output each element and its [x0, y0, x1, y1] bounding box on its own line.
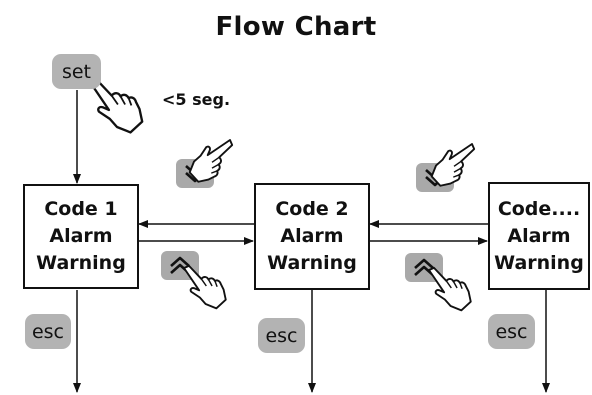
set-button-label: set — [61, 60, 92, 83]
esc-button-label: esc — [31, 320, 65, 343]
esc-button-label: esc — [265, 324, 298, 347]
page-title: Flow Chart — [215, 12, 377, 42]
timing-note: <5 seg. — [162, 90, 231, 109]
node-code3-line1: Code.... — [497, 197, 581, 220]
node-code2-line2: Alarm — [280, 225, 344, 247]
esc-button-label: esc — [495, 320, 528, 343]
hand-pointer-icon — [88, 78, 144, 134]
esc-button-1[interactable]: esc — [25, 314, 71, 349]
node-code3-line3: Warning — [494, 251, 584, 274]
node-code1: Code 1 Alarm Warning — [23, 184, 139, 289]
esc-button-3[interactable]: esc — [488, 314, 535, 349]
hand-pointer-icon — [183, 264, 227, 310]
set-button[interactable]: set — [52, 54, 101, 89]
hand-pointer-icon — [188, 139, 234, 183]
node-code1-line3: Warning — [36, 252, 126, 274]
hand-pointer-icon — [428, 266, 472, 312]
node-code2: Code 2 Alarm Warning — [254, 183, 370, 290]
node-code3: Code.... Alarm Warning — [488, 182, 590, 290]
node-code2-line3: Warning — [267, 252, 357, 274]
hand-pointer-icon — [430, 143, 476, 187]
node-code1-line1: Code 1 — [44, 198, 118, 220]
node-code3-line2: Alarm — [507, 224, 571, 247]
node-code1-line2: Alarm — [49, 225, 113, 247]
node-code2-line1: Code 2 — [275, 198, 349, 220]
esc-button-2[interactable]: esc — [258, 318, 305, 353]
